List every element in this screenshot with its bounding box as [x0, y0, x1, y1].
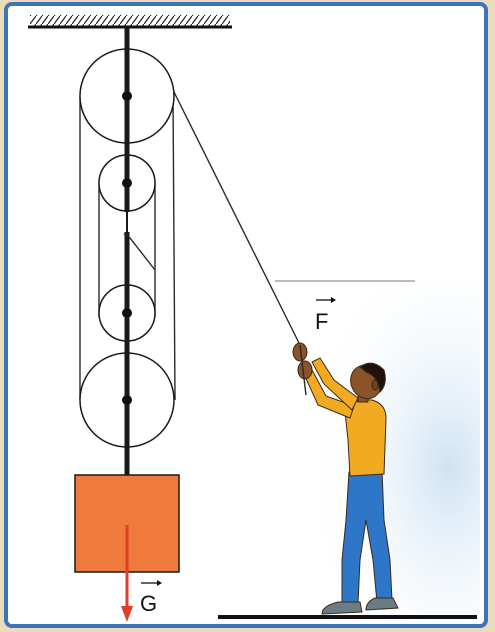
lower-hand: [297, 360, 313, 380]
force-label-text: F: [315, 309, 328, 334]
man-figure: [292, 342, 399, 615]
weight-arrow: [121, 525, 133, 622]
pull-rope: [172, 89, 301, 346]
upper-hand: [292, 342, 308, 362]
rope-through-hands: [299, 344, 307, 396]
small-upper-pulley: [98, 154, 156, 212]
weight-label: G: [140, 580, 162, 616]
hair: [359, 362, 386, 394]
bottom-pulley: [79, 352, 175, 448]
ceiling-hatch-icon: [28, 15, 232, 29]
ear: [371, 379, 379, 391]
right-shoe: [365, 597, 399, 611]
weight-label-text: G: [140, 591, 157, 616]
top-pulley: [79, 48, 175, 144]
force-label: F: [315, 297, 336, 334]
left-shoe: [321, 601, 363, 615]
small-lower-pulley: [98, 284, 156, 342]
jeans: [341, 469, 393, 605]
